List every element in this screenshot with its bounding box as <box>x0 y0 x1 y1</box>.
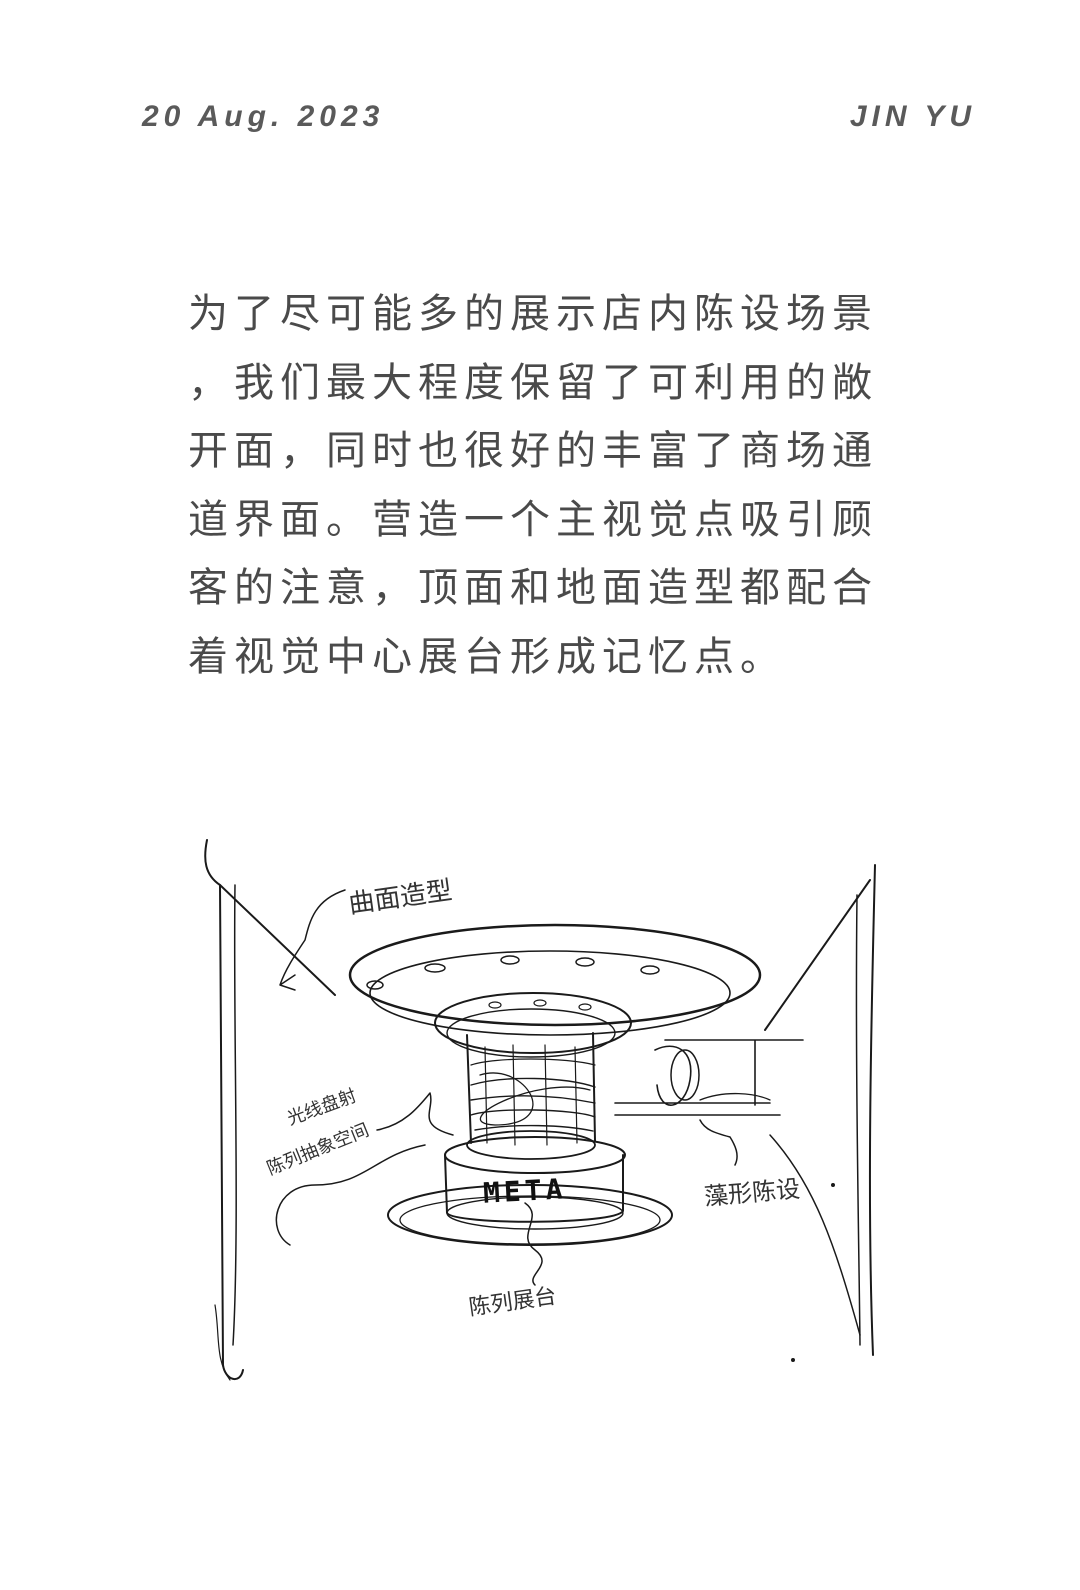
store-concept-sketch: META 曲面造型 光线盘射 陈列抽象空间 藻形陈设 陈列展台 <box>204 839 876 1381</box>
annotation-ceiling: 曲面造型 <box>347 876 454 920</box>
body-line: ，我们最大程度保留了可利用的敞 <box>188 359 878 406</box>
center-cylinder <box>466 1034 472 1144</box>
body-line: 为了尽可能多的展示店内陈设场景 <box>188 291 878 337</box>
pedestal-label: META <box>482 1172 567 1209</box>
author-label: JIN YU <box>849 100 976 133</box>
annotation-bottom: 陈列展台 <box>467 1284 558 1321</box>
body-line: 道界面。营造一个主视觉点吸引顾 <box>188 496 878 543</box>
body-line: 开面，同时也很好的丰富了商场通 <box>188 428 878 474</box>
right-shelf <box>614 1039 804 1116</box>
body-line: 着视觉中心展台形成记忆点。 <box>188 633 786 680</box>
left-wall <box>204 839 244 1380</box>
annotation-light: 光线盘射 <box>285 1085 360 1129</box>
body-paragraph: 为了尽可能多的展示店内陈设场景 ，我们最大程度保留了可利用的敞 开面，同时也很好… <box>188 280 888 691</box>
right-wall <box>868 864 876 1356</box>
date-label: 20 Aug. 2023 <box>142 100 385 133</box>
ceiling-outer-ring <box>348 923 762 1027</box>
annotation-right: 藻形陈设 <box>703 1175 801 1211</box>
pedestal <box>444 1154 624 1223</box>
annotation-display-upper: 陈列抽象空间 <box>264 1120 372 1180</box>
body-line: 客的注意，顶面和地面造型都配合 <box>188 565 878 611</box>
